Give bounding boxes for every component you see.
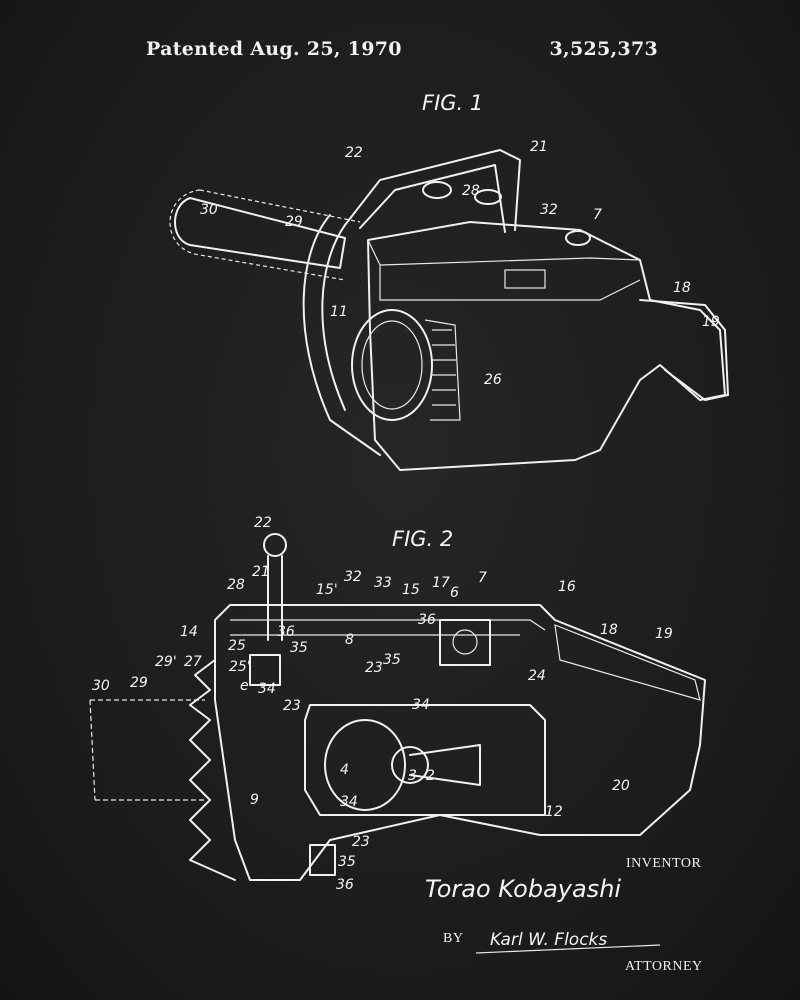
- ref-numeral: 2: [426, 768, 435, 784]
- ref-numeral: 29: [130, 675, 148, 691]
- ref-numeral: 15': [316, 582, 338, 598]
- top-cover: [230, 619, 546, 636]
- starter-cover-inner: [361, 320, 423, 410]
- figure-2-reference-numerals: 22 21 28 15' 32 33 15 17 6 7 16 18 19 14…: [92, 515, 673, 893]
- handle-bar-section: [263, 533, 287, 557]
- ref-numeral: 11: [330, 304, 348, 320]
- ref-numeral: 20: [612, 778, 630, 794]
- ref-numeral: 32: [540, 202, 558, 218]
- carburetor-valve: [452, 629, 478, 655]
- ref-numeral: 24: [528, 668, 546, 684]
- ref-numeral: 34: [412, 697, 430, 713]
- ref-numeral: 33: [374, 575, 392, 591]
- ref-numeral: 6: [450, 585, 459, 601]
- cap-7: [565, 230, 591, 246]
- ref-numeral: e: [240, 678, 249, 694]
- ref-numeral: 35: [338, 854, 356, 870]
- ref-numeral: 27: [184, 654, 202, 670]
- cross-section-housing: [214, 604, 706, 881]
- ref-numeral: 36: [336, 877, 354, 893]
- connecting-rod: [409, 744, 481, 786]
- by-label: BY: [443, 931, 464, 946]
- ref-numeral: 28: [462, 183, 480, 199]
- starter-cover: [351, 309, 433, 421]
- oil-cap: [474, 189, 502, 205]
- crankcase: [304, 704, 546, 816]
- cooling-fins: [424, 319, 461, 421]
- ref-numeral: 22: [345, 145, 363, 161]
- ref-numeral: 35: [383, 652, 401, 668]
- ref-numeral: 26: [484, 372, 502, 388]
- ref-numeral: 23: [365, 660, 383, 676]
- rear-handle: [639, 299, 729, 401]
- figure-2-title: FIG. 2: [392, 527, 453, 551]
- figure-1-title: FIG. 1: [422, 91, 483, 115]
- guide-bar: [174, 197, 346, 269]
- ref-numeral: 21: [530, 139, 548, 155]
- ref-numeral: 18: [600, 622, 618, 638]
- ref-numeral: 25: [228, 638, 246, 654]
- ref-numeral: 7: [593, 207, 602, 223]
- ref-numeral: 14: [180, 624, 198, 640]
- rear-handle-section: [554, 624, 701, 701]
- ref-numeral: 23: [283, 698, 301, 714]
- ref-numeral: 36: [418, 612, 436, 628]
- crankshaft: [391, 746, 429, 784]
- ref-numeral: 30: [92, 678, 110, 694]
- ref-numeral: 32: [344, 569, 362, 585]
- carburetor: [439, 619, 491, 666]
- engine-housing: [367, 221, 726, 471]
- ref-numeral: 19: [702, 314, 720, 330]
- ref-numeral: 9: [250, 792, 259, 808]
- ref-numeral: 34: [340, 794, 358, 810]
- ref-numeral: 25': [229, 659, 251, 675]
- signature-underline: [475, 944, 661, 954]
- ref-numeral: 3: [408, 768, 417, 784]
- inventor-label: INVENTOR: [626, 856, 702, 871]
- ref-numeral: 12: [545, 804, 563, 820]
- flywheel: [324, 719, 406, 811]
- ref-numeral: 29': [155, 654, 177, 670]
- figure-1: FIG. 1 22 21 28 32 7 30 29 11 18 19 26: [169, 91, 729, 471]
- ref-numeral: 15: [402, 582, 420, 598]
- ref-numeral: 23: [352, 834, 370, 850]
- fuel-filter: [249, 654, 281, 686]
- ref-numeral: 4: [340, 762, 349, 778]
- figure-2: FIG. 2 22 21 28 15' 32 33 15 17 6 7 16 1…: [89, 515, 706, 893]
- ref-numeral: 22: [254, 515, 272, 531]
- attorney-label: ATTORNEY: [625, 959, 703, 974]
- handle-post: [267, 555, 283, 641]
- ref-numeral: 34: [258, 681, 276, 697]
- fuel-tank: [367, 239, 641, 301]
- patent-number: 3,525,373: [549, 38, 658, 60]
- figure-1-reference-numerals: 22 21 28 32 7 30 29 11 18 19 26: [200, 139, 720, 388]
- chain-section: [89, 699, 205, 801]
- ref-numeral: 35: [290, 640, 308, 656]
- handle-bar: [302, 149, 521, 456]
- ref-numeral: 17: [432, 575, 450, 591]
- ref-numeral: 36: [277, 624, 295, 640]
- ref-numeral: 29: [285, 214, 303, 230]
- ref-numeral: 21: [252, 564, 270, 580]
- patent-date: Patented Aug. 25, 1970: [146, 38, 402, 60]
- ref-numeral: 16: [558, 579, 576, 595]
- ref-numeral: 18: [673, 280, 691, 296]
- attorney-signature: Karl W. Flocks: [490, 930, 607, 950]
- ref-numeral: 7: [478, 570, 487, 586]
- fuel-cap: [422, 181, 452, 199]
- sprocket-teeth: [189, 659, 236, 881]
- inventor-signature: Torao Kobayashi: [425, 875, 621, 903]
- saw-chain: [169, 189, 361, 281]
- ref-numeral: 19: [655, 626, 673, 642]
- bolt-35: [309, 844, 336, 876]
- ref-numeral: 8: [345, 632, 354, 648]
- ref-numeral: 28: [227, 577, 245, 593]
- ref-numeral: 30: [200, 202, 218, 218]
- vent-slot: [504, 269, 546, 289]
